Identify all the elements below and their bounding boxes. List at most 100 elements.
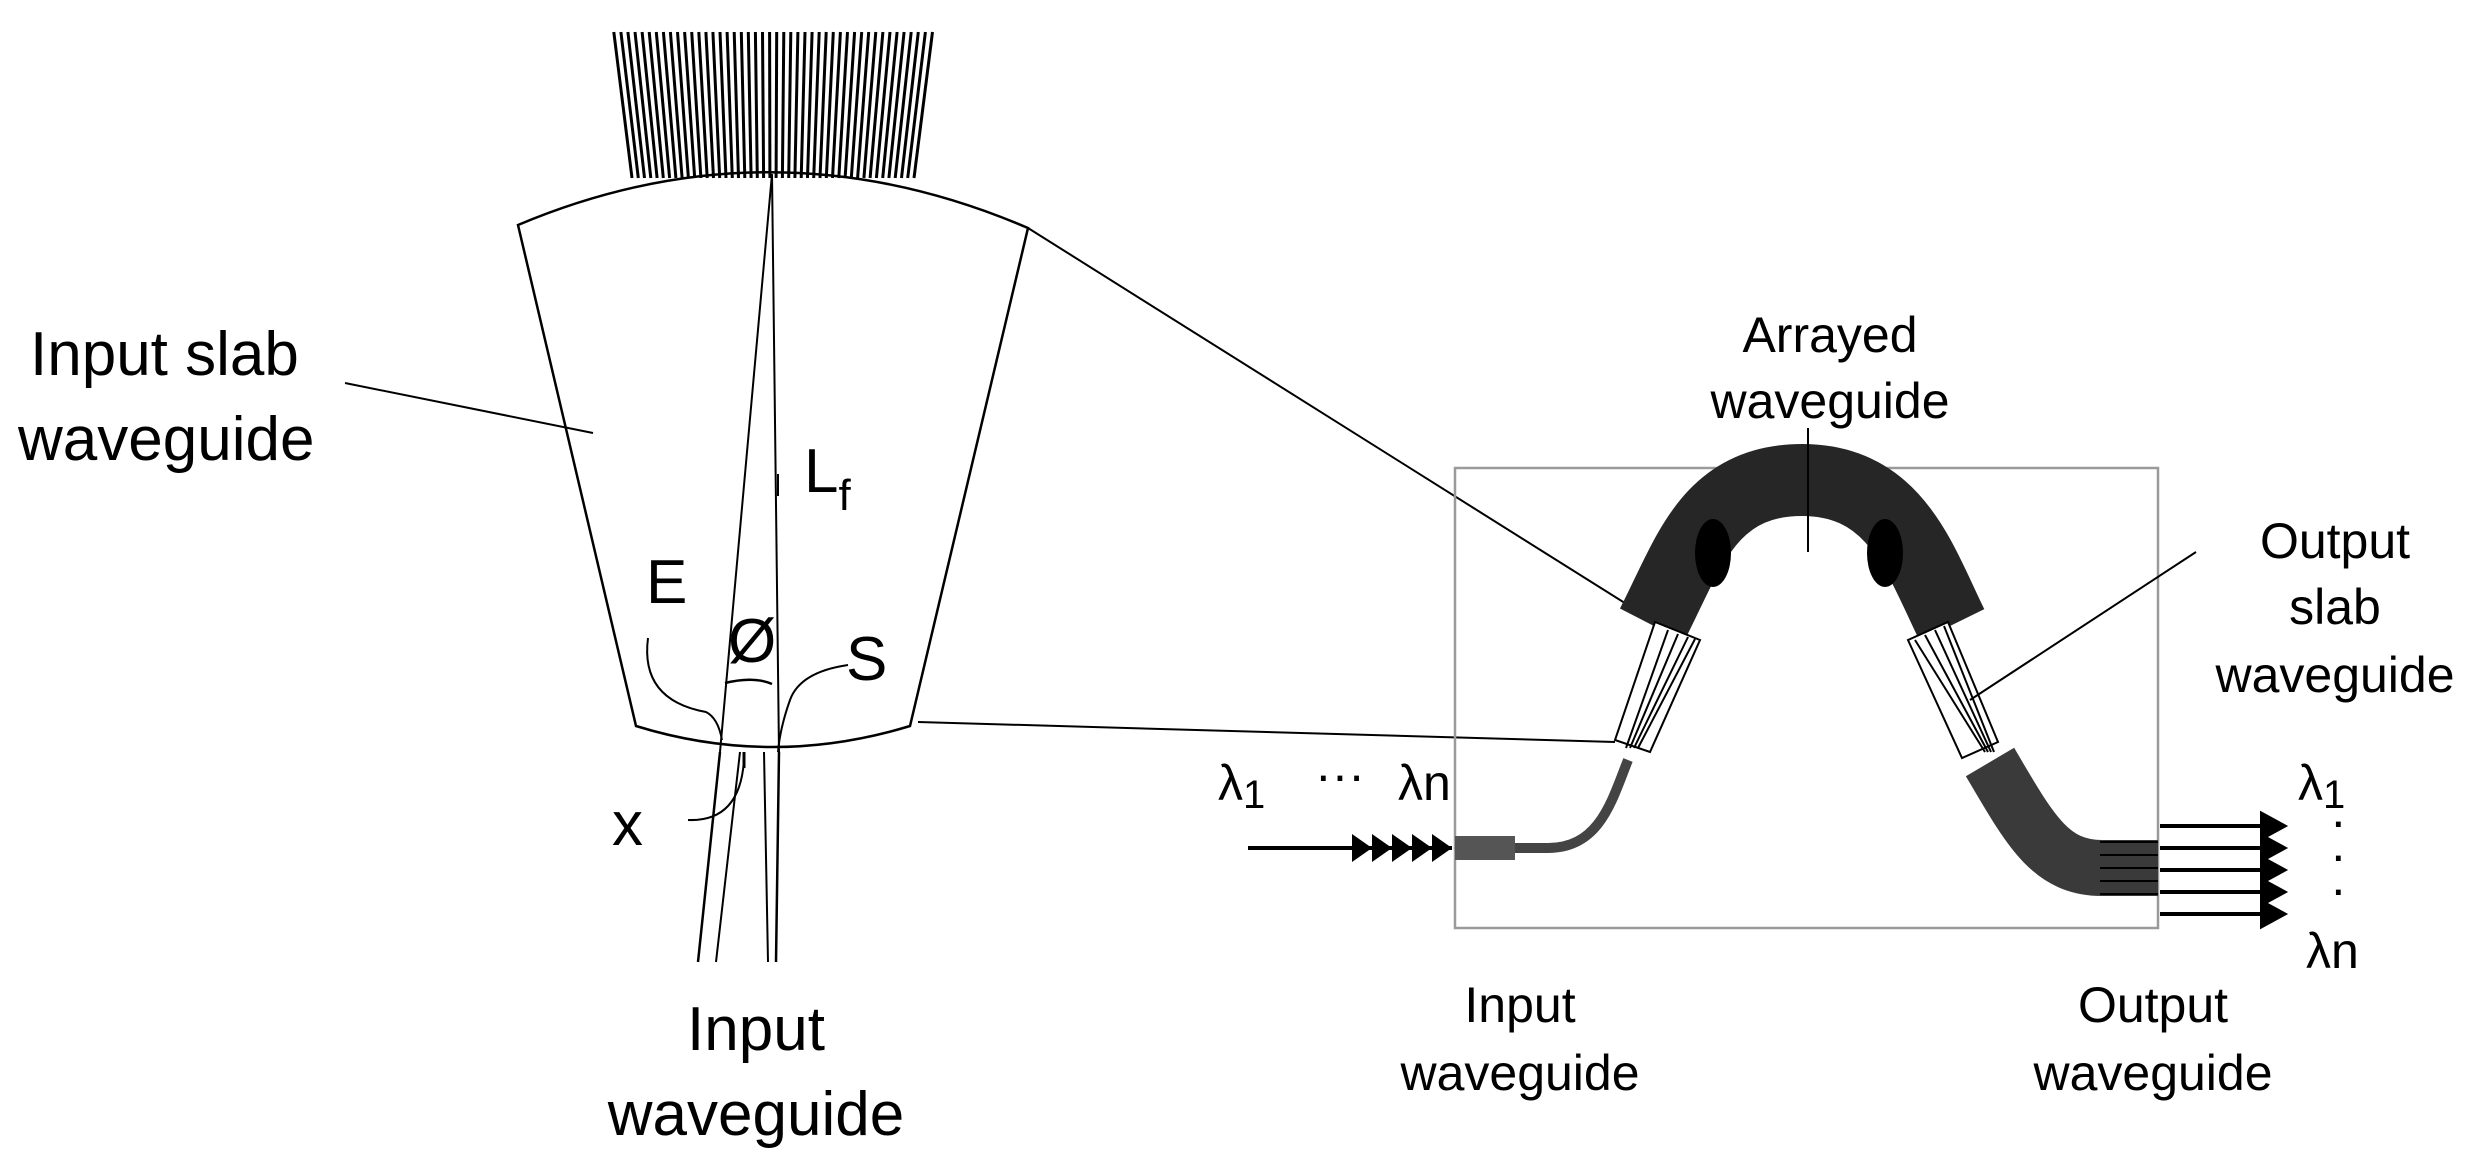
array-fan-line (626, 31, 646, 179)
array-fan-line (697, 31, 709, 179)
array-fan-line (806, 31, 814, 179)
array-blob-right (1867, 519, 1903, 587)
small-input-slab-fan (1625, 629, 1696, 749)
focal-line-left (719, 173, 773, 753)
output-vdot-3: · (2330, 861, 2347, 917)
output-slab-label-line3: waveguide (2214, 647, 2454, 703)
output-waveguide-lines (2100, 841, 2158, 895)
arrayed-label-line1: Arrayed (1742, 307, 1917, 363)
output-slab-leader (1969, 551, 2197, 701)
array-fan-line (862, 31, 878, 179)
input-wg-line-1 (696, 751, 722, 963)
output-waveguide-label-line1: Output (2078, 977, 2228, 1033)
input-arrow-heads (1352, 834, 1452, 862)
array-fan-line (683, 31, 697, 179)
input-waveguide-taper (1455, 836, 1515, 860)
s-label: S (846, 625, 887, 694)
array-fan-line (654, 31, 672, 179)
array-fan-line (718, 31, 728, 179)
array-fan-line (900, 31, 920, 179)
array-fan-line (753, 31, 759, 179)
array-fan-line (761, 31, 766, 179)
array-fan-line (668, 31, 684, 179)
array-fan-line (793, 31, 800, 179)
array-fan-line (739, 31, 747, 179)
angle-arc (724, 678, 773, 686)
input-waveguide-zoom-line2: waveguide (607, 1080, 904, 1149)
array-fan-line (906, 31, 927, 179)
input-wavelength-first: λ1 (1218, 755, 1265, 817)
small-output-slab-fan (1914, 625, 1995, 753)
output-vdot-1: · (2330, 793, 2347, 849)
output-lambda-symbol: λ (2298, 755, 2323, 811)
x-label: x (612, 790, 643, 859)
input-lambda-sub: 1 (1243, 773, 1265, 817)
arrayed-waveguide-band (1619, 443, 1985, 642)
array-fan-line (881, 31, 899, 179)
array-fan-line (774, 31, 779, 179)
array-fan-line (704, 31, 715, 179)
array-fan-line (661, 31, 678, 179)
input-wavelength-dots: ··· (1315, 747, 1365, 803)
array-fan-line (647, 31, 665, 179)
array-fan-line (746, 31, 753, 179)
output-wavelength-first: λ1 (2298, 755, 2345, 817)
array-fan-line (831, 31, 842, 179)
array-fan-line (824, 31, 835, 179)
array-fan-line (787, 31, 793, 179)
e-leader (646, 637, 723, 741)
array-fan-line (843, 31, 857, 179)
array-fan-line (732, 31, 740, 179)
zoom-line-bottom (917, 721, 1616, 743)
input-waveguide-curve (1455, 758, 1633, 853)
s-leader (777, 664, 849, 753)
output-arrows (2160, 810, 2289, 930)
array-fan-line (619, 31, 640, 179)
output-waveguide-curve (1965, 747, 2158, 896)
input-waveguide-label-line2: waveguide (1399, 1045, 1639, 1101)
arrayed-label-line2: waveguide (1709, 373, 1949, 429)
array-fan-line (676, 31, 690, 179)
array-fan-line (893, 31, 913, 179)
output-waveguide-label-line2: waveguide (2032, 1045, 2272, 1101)
input-wg-line-2 (715, 751, 741, 963)
array-fan-line (856, 31, 871, 179)
small-output-slab (1906, 620, 2000, 760)
output-vdot-2: · (2330, 827, 2347, 883)
array-fan-line (887, 31, 906, 179)
input-lambda-symbol: λ (1218, 755, 1243, 811)
input-slab-label-line2: waveguide (17, 405, 314, 474)
output-wavelength-last: λn (2306, 923, 2359, 979)
input-slab-leader (344, 382, 594, 434)
array-fan-line (837, 31, 849, 179)
array-fan-line (640, 31, 659, 179)
array-fan-line (612, 31, 634, 179)
array-blob-left (1695, 519, 1731, 587)
x-leader (687, 759, 745, 822)
array-fan-line (874, 31, 892, 179)
focal-length-label: Lf (804, 437, 851, 520)
array-fan-line (912, 31, 934, 179)
array-fan-line (725, 31, 734, 179)
input-wg-line-3 (763, 751, 769, 963)
output-lambda-sub: 1 (2323, 773, 2345, 817)
angle-label: Ø (728, 607, 776, 676)
array-fan-line (849, 31, 864, 179)
output-slab-label-line2: slab (2289, 579, 2381, 635)
input-wg-line-4 (774, 751, 781, 963)
array-fan-lines (612, 31, 934, 179)
focal-length-sub: f (838, 471, 851, 520)
array-fan-line (690, 31, 703, 179)
input-wavelength-last: λn (1398, 755, 1451, 811)
array-fan-line (633, 31, 653, 179)
e-label: E (646, 548, 687, 617)
input-waveguide-label-line1: Input (1464, 977, 1575, 1033)
small-input-slab (1613, 620, 1702, 754)
input-slab-label-line1: Input slab (30, 320, 299, 389)
zoom-line-top (1027, 227, 1656, 623)
input-slab-outline (516, 171, 1030, 749)
array-fan-line (799, 31, 807, 179)
array-fan-line (818, 31, 828, 179)
array-fan-line (780, 31, 786, 179)
